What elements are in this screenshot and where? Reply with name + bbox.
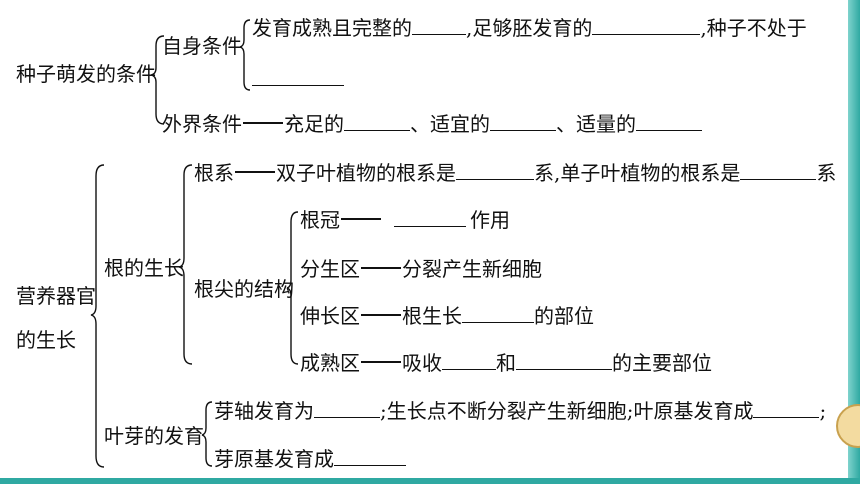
blank-young-leaf[interactable] (753, 399, 820, 418)
elongation-text-a: 根生长 (402, 304, 462, 328)
elongation-label: 伸长区 (300, 304, 360, 328)
maturation-line: 成熟区 吸收 和 的主要部位 (300, 350, 712, 376)
blank-dormancy[interactable] (252, 67, 344, 86)
bud-text-a: 芽轴发育为 (214, 399, 314, 423)
dash (361, 266, 401, 269)
dash (235, 170, 275, 173)
root-system-text-b: 系,单子叶植物的根系是 (534, 161, 741, 185)
root-cap-line: 根冠 作用 (300, 207, 510, 233)
blank-temperature[interactable] (490, 112, 556, 131)
meristem-line: 分生区 分裂产生新细胞 (300, 256, 542, 282)
internal-line-1: 发育成熟且完整的 ,足够胚发育的 ,种子不处于 (252, 15, 807, 41)
brace-growth (90, 164, 105, 468)
blank-stem[interactable] (314, 399, 380, 418)
brace-seed (150, 35, 165, 125)
dash (361, 313, 401, 316)
internal-text-a: 发育成熟且完整的 (252, 16, 412, 40)
dash (341, 217, 381, 220)
internal-label: 自身条件 (162, 34, 242, 58)
slide-border-bottom (0, 478, 860, 484)
maturation-label: 成熟区 (300, 351, 360, 375)
internal-line-2 (252, 66, 344, 92)
external-text-b: 、适宜的 (410, 112, 490, 136)
blank-complete-part[interactable] (412, 16, 466, 35)
blank-taproot[interactable] (456, 161, 534, 180)
brace-root-tip (286, 211, 299, 365)
worksheet-page (0, 0, 848, 478)
internal-text-b: ,足够胚发育的 (466, 16, 593, 40)
external-text-c: 、适量的 (556, 112, 636, 136)
blank-protection[interactable] (394, 208, 466, 227)
brace-internal (239, 19, 251, 91)
elongation-text-b: 的部位 (534, 304, 594, 328)
elongation-line: 伸长区 根生长 的部位 (300, 303, 594, 329)
root-system-line: 根系 双子叶植物的根系是 系,单子叶植物的根系是 系 (194, 160, 836, 186)
meristem-label: 分生区 (300, 257, 360, 281)
bud-label: 叶芽的发育 (104, 424, 204, 448)
bud-line-2: 芽原基发育成 (214, 446, 406, 472)
dash (243, 121, 283, 124)
root-tip-label: 根尖的结构 (194, 277, 294, 301)
root-growth-label: 根的生长 (104, 256, 184, 280)
bud-text-d: 芽原基发育成 (214, 447, 334, 471)
maturation-text-c: 的主要部位 (612, 351, 712, 375)
slide-border-right (848, 0, 860, 484)
root-system-text-a: 双子叶植物的根系是 (276, 161, 456, 185)
blank-air[interactable] (344, 112, 410, 131)
bud-text-b: ;生长点不断分裂产生新细胞;叶原基发育成 (380, 399, 754, 423)
blank-water[interactable] (636, 112, 702, 131)
seed-title: 种子萌发的条件 (16, 62, 156, 86)
blank-water-absorb[interactable] (442, 351, 496, 370)
maturation-text-a: 吸收 (402, 351, 442, 375)
blank-lateral-bud[interactable] (334, 447, 406, 466)
blank-fibrous[interactable] (740, 161, 817, 180)
root-system-text-c: 系 (816, 161, 837, 185)
external-label: 外界条件 (162, 112, 242, 136)
meristem-text: 分裂产生新细胞 (402, 257, 542, 281)
growth-title-line1: 营养器官 (16, 284, 96, 308)
external-text-a: 充足的 (284, 112, 344, 136)
internal-text-c: ,种子不处于 (700, 16, 807, 40)
external-line: 外界条件 充足的 、适宜的 、适量的 (162, 111, 702, 137)
blank-fastest[interactable] (462, 304, 534, 323)
brace-bud (201, 401, 213, 467)
blank-inorganic-salts[interactable] (516, 351, 612, 370)
root-cap-label: 根冠 (300, 208, 340, 232)
root-system-label: 根系 (194, 161, 234, 185)
dash (361, 360, 401, 363)
root-cap-text: 作用 (470, 208, 510, 232)
bud-line-1: 芽轴发育为 ;生长点不断分裂产生新细胞;叶原基发育成; (214, 398, 826, 424)
bud-text-c: ; (819, 399, 827, 423)
growth-title-line2: 的生长 (16, 328, 76, 352)
blank-nutrients[interactable] (592, 16, 701, 35)
brace-root (178, 164, 193, 365)
maturation-text-b: 和 (496, 351, 516, 375)
